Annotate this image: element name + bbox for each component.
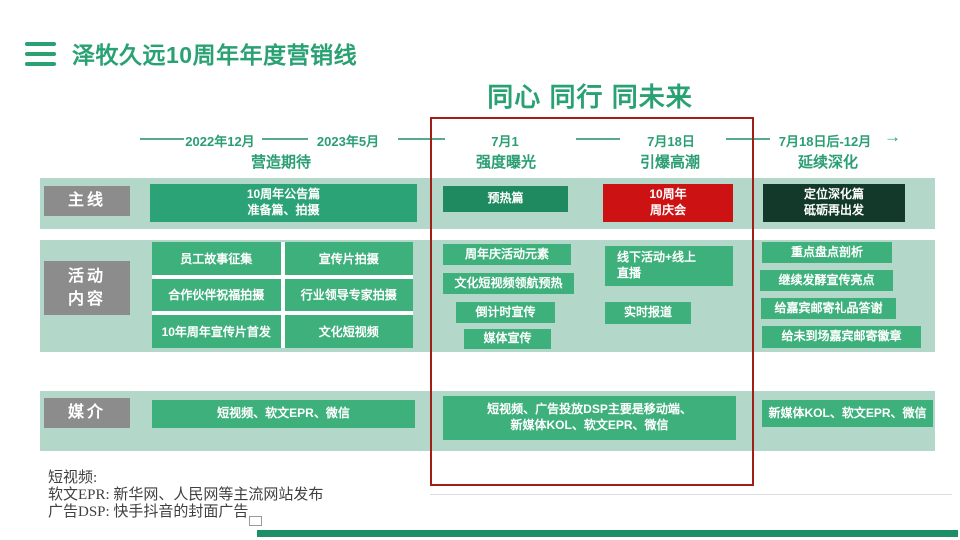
timeline-dash [726, 138, 770, 140]
media-exposure-line2: 新媒体KOL、软文EPR、微信 [510, 418, 669, 432]
deepen-line2: 砥砺再出发 [803, 203, 864, 217]
expect-activities-grid: 员工故事征集 宣传片拍摄 合作伙伴祝福拍摄 行业领导专家拍摄 10年周年宣传片首… [152, 242, 413, 348]
mainline-label: 主线 [44, 186, 130, 216]
footnote-line: 软文EPR: 新华网、人民网等主流网站发布 [48, 487, 324, 503]
activity-item: 宣传片拍摄 [284, 242, 413, 275]
deepen-line1: 定位深化篇 [803, 187, 864, 202]
footer-progress-bar [257, 530, 958, 537]
activities-label: 活动 内容 [44, 261, 130, 315]
phase-label: 营造期待 [250, 154, 312, 171]
activity-item: 合作伙伴祝福拍摄 [152, 278, 281, 312]
media-exposure-line1: 短视频、广告投放DSP主要是移动端、 [487, 402, 692, 417]
marker-box [249, 516, 262, 526]
media-label-text: 媒介 [67, 404, 106, 422]
activity-item: 给嘉宾邮寄礼品答谢 [761, 298, 896, 319]
divider-line [430, 494, 952, 495]
timeline-date: 7月18日 [647, 134, 695, 149]
footnote-line: 广告DSP: 快手抖音的封面广告 [48, 504, 249, 520]
row-mainline: 主线 10周年公告篇 准备篇、拍摄 预热篇 10周年 周庆会 定位深化篇 砥砺再… [40, 178, 935, 229]
media-label: 媒介 [44, 398, 130, 428]
footnote-line: 短视频: [48, 470, 98, 486]
climax-live-line1: 线下活动+线上 [617, 250, 697, 265]
row-activities: 活动 内容 员工故事征集 宣传片拍摄 合作伙伴祝福拍摄 行业领导专家拍摄 10年… [40, 240, 935, 352]
mainline-anniversary-box: 10周年 周庆会 [603, 184, 733, 222]
activities-label-line1: 活动 [67, 267, 106, 285]
footnotes: 短视频: 软文EPR: 新华网、人民网等主流网站发布 广告DSP: 快手抖音的封… [48, 470, 323, 521]
activity-item: 媒体宣传 [464, 329, 551, 349]
slogan-heading: 同心 同行 同未来 [487, 82, 693, 112]
activity-item: 行业领导专家拍摄 [284, 278, 413, 312]
announce-line2: 准备篇、拍摄 [247, 203, 320, 217]
activity-item: 周年庆活动元素 [443, 244, 571, 265]
mainline-announce-box: 10周年公告篇 准备篇、拍摄 [150, 184, 417, 222]
anniv-line2: 周庆会 [649, 203, 686, 217]
activity-item: 文化短视频领航预热 [443, 273, 574, 294]
activity-item: 文化短视频 [284, 315, 413, 348]
activity-item: 重点盘点剖析 [762, 242, 892, 263]
timeline-date: 2023年5月 [316, 134, 380, 149]
activity-item: 实时报道 [605, 302, 691, 324]
timeline-dash [398, 138, 445, 140]
activity-item: 线下活动+线上 直播 [605, 246, 733, 286]
timeline-dash [140, 138, 184, 140]
row-media: 媒介 短视频、软文EPR、微信 短视频、广告投放DSP主要是移动端、 新媒体KO… [40, 391, 935, 451]
activity-item: 继续发酵宣传亮点 [760, 270, 893, 291]
preheat-text: 预热篇 [487, 191, 524, 206]
activity-item: 员工故事征集 [152, 242, 281, 275]
timeline-date: 7月1 [491, 134, 519, 149]
phase-label: 延续深化 [797, 154, 859, 171]
phase-label: 引爆高潮 [639, 154, 701, 171]
climax-live-line2: 直播 [617, 266, 642, 280]
announce-line1: 10周年公告篇 [246, 187, 321, 202]
activity-item: 倒计时宣传 [456, 302, 555, 323]
timeline-date: 2022年12月 [185, 134, 255, 149]
page-title: 泽牧久远10周年年度营销线 [72, 42, 358, 68]
phase-label: 强度曝光 [475, 154, 537, 171]
mainline-preheat-box: 预热篇 [443, 186, 568, 212]
arrow-right-icon: → [884, 127, 901, 146]
menu-icon[interactable] [25, 42, 56, 68]
mainline-deepen-box: 定位深化篇 砥砺再出发 [763, 184, 905, 222]
activity-item: 10年周年宣传片首发 [152, 315, 281, 348]
timeline-dash [576, 138, 620, 140]
anniv-line1: 10周年 [649, 187, 687, 202]
timeline-date: 7月18日后-12月 [778, 134, 872, 149]
activities-label-line2: 内容 [67, 291, 106, 308]
media-item: 短视频、软文EPR、微信 [152, 400, 415, 428]
mainline-label-text: 主线 [67, 192, 106, 210]
media-item: 新媒体KOL、软文EPR、微信 [762, 400, 933, 427]
activity-item: 给未到场嘉宾邮寄徽章 [762, 326, 921, 348]
media-item: 短视频、广告投放DSP主要是移动端、 新媒体KOL、软文EPR、微信 [443, 396, 736, 440]
timeline-dash [262, 138, 308, 140]
